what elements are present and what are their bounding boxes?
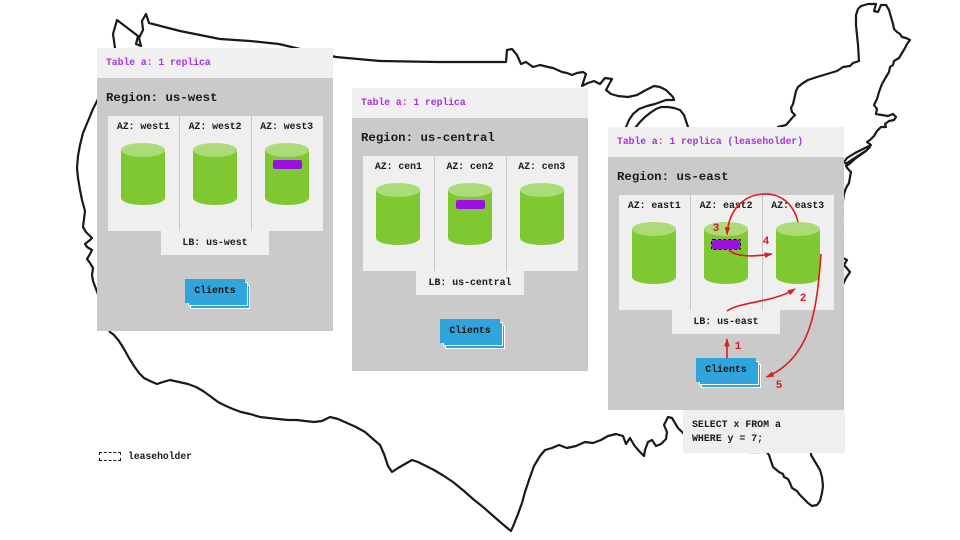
- svg-text:4: 4: [763, 236, 770, 248]
- svg-text:5: 5: [776, 380, 783, 392]
- svg-text:3: 3: [713, 223, 720, 235]
- svg-text:1: 1: [735, 341, 742, 353]
- svg-text:2: 2: [800, 293, 807, 305]
